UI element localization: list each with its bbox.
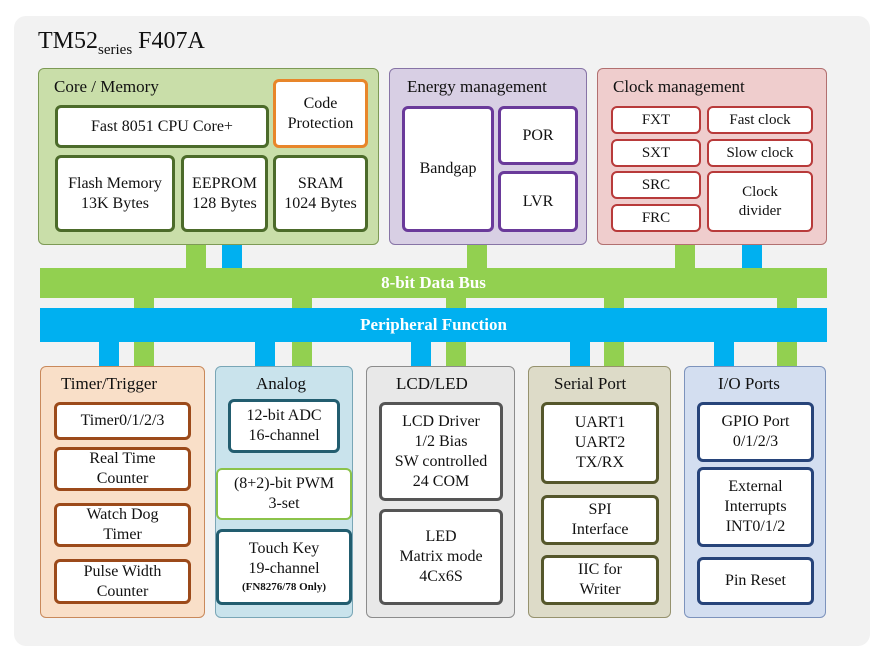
connector	[742, 244, 762, 270]
connector	[186, 244, 206, 270]
connector	[99, 340, 119, 368]
sxt-box: SXT	[611, 139, 701, 167]
chip-title: TM52series F407A	[38, 28, 205, 58]
analog-header: Analog	[256, 374, 307, 393]
frc-box: FRC	[611, 204, 701, 232]
connector	[777, 296, 797, 310]
connector	[446, 296, 466, 310]
connector	[134, 296, 154, 310]
energy-management-group: Energy management Bandgap POR LVR	[389, 68, 587, 245]
connector	[134, 340, 154, 368]
fast-clock-box: Fast clock	[707, 106, 813, 134]
core-memory-header: Core / Memory	[54, 77, 159, 96]
por-box: POR	[498, 106, 578, 165]
connector	[604, 340, 624, 368]
connector	[570, 340, 590, 368]
clock-management-header: Clock management	[613, 77, 745, 96]
io-ports-header: I/O Ports	[718, 374, 780, 393]
connector	[675, 244, 695, 270]
peripheral-bus: Peripheral Function	[40, 308, 827, 342]
connector	[222, 244, 242, 270]
connector	[714, 340, 734, 368]
connector	[604, 296, 624, 310]
timer0123-box: Timer0/1/2/3	[54, 402, 191, 440]
timer-trigger-header: Timer/Trigger	[61, 374, 158, 393]
data-bus: 8-bit Data Bus	[40, 268, 827, 298]
connector	[777, 340, 797, 368]
clock-management-group: Clock management FXT SXT SRC FRC Fast cl…	[597, 68, 827, 245]
energy-management-header: Energy management	[407, 77, 547, 96]
connector	[292, 340, 312, 368]
lcd-led-header: LCD/LED	[396, 374, 468, 393]
connector	[446, 340, 466, 368]
connector	[292, 296, 312, 310]
serial-port-header: Serial Port	[554, 374, 627, 393]
connector	[411, 340, 431, 368]
pin-reset-box: Pin Reset	[697, 557, 814, 605]
src-box: SRC	[611, 171, 701, 199]
connector	[467, 244, 487, 270]
lvr-box: LVR	[498, 171, 578, 232]
bandgap-box: Bandgap	[402, 106, 494, 232]
fxt-box: FXT	[611, 106, 701, 134]
cpu-core-box: Fast 8051 CPU Core+	[55, 105, 269, 148]
connector	[255, 340, 275, 368]
slow-clock-box: Slow clock	[707, 139, 813, 167]
